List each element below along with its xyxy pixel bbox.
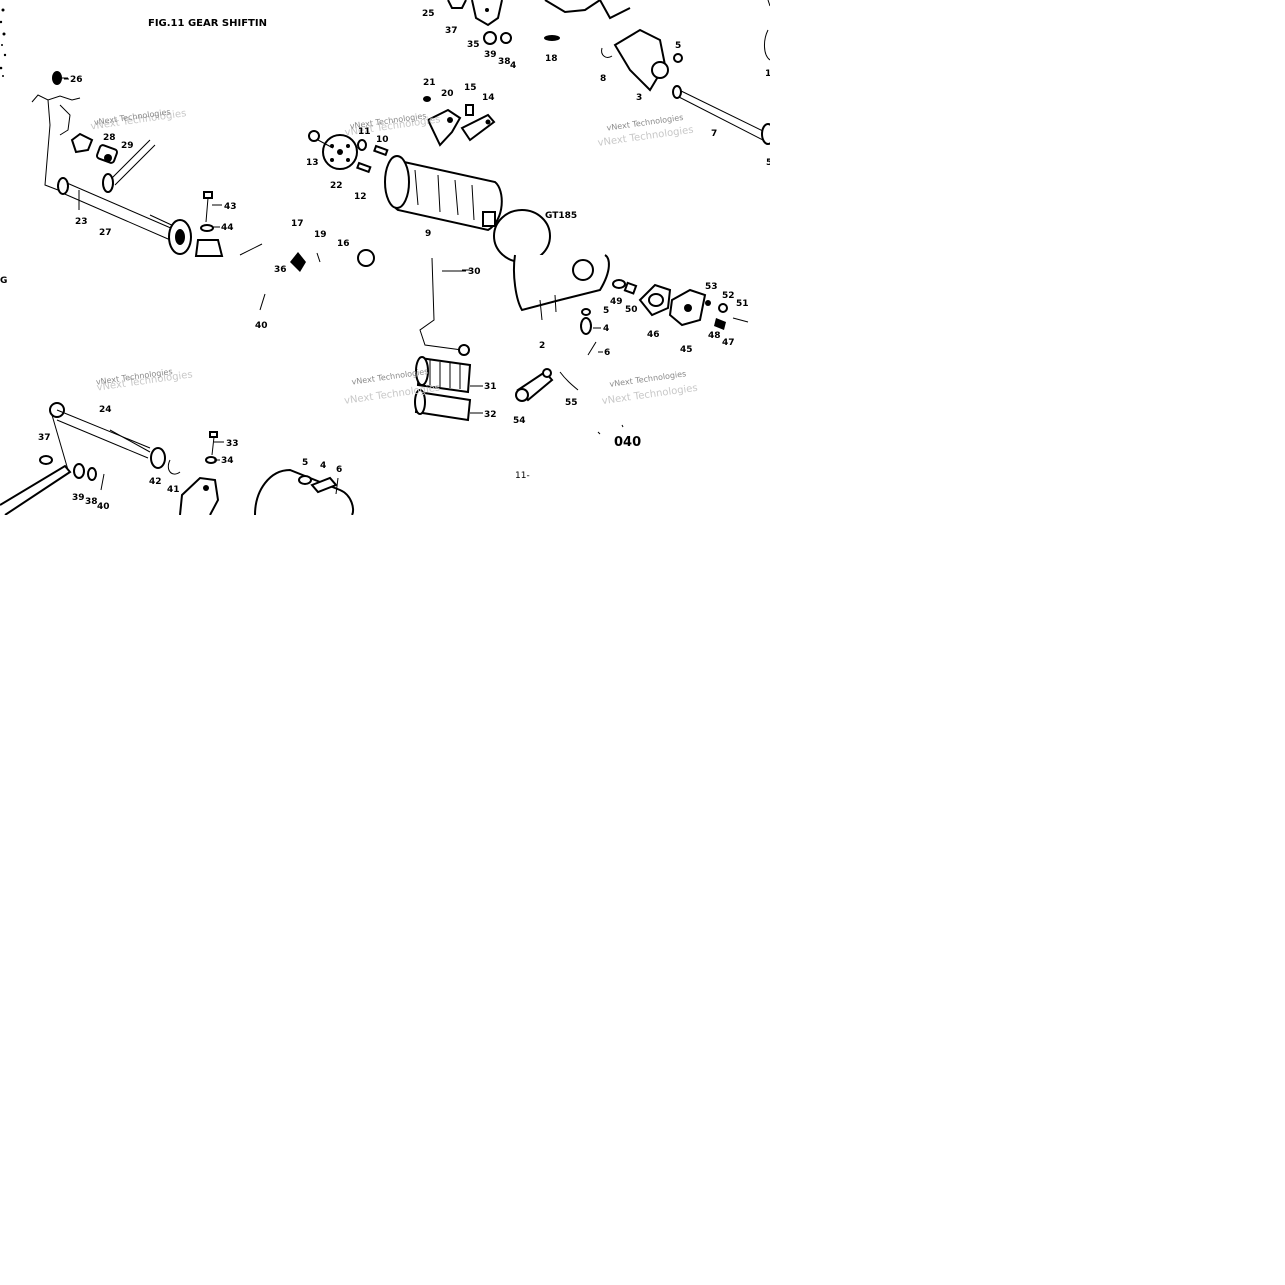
callout-label: 5: [603, 306, 609, 316]
callout-label: 19: [314, 230, 327, 240]
callout-label: 16: [337, 239, 350, 249]
page-number: 040: [614, 435, 641, 450]
callout-label: 10: [376, 135, 389, 145]
callout-label: 24: [99, 405, 112, 415]
callout-label: 14: [482, 93, 495, 103]
callout-label: 12: [354, 192, 367, 202]
figure-title: FIG.11 GEAR SHIFTIN: [148, 18, 267, 29]
callout-label: 6: [336, 465, 342, 475]
left-edge-text: G: [0, 276, 7, 286]
kick-lever-assembly: [414, 257, 472, 422]
callouts-upper-middle: 25 37 35 39 38 4 21 20 15 14 13 11 10 22…: [306, 9, 516, 239]
callout-label: 7: [711, 129, 717, 139]
callout-label: 54: [513, 416, 526, 426]
callout-label: 3: [636, 93, 642, 103]
diagram-canvas: FIG.11 GEAR SHIFTIN GT185 040 11- G: [0, 0, 775, 516]
callout-label: 11: [358, 127, 371, 137]
edge-speckle: [0, 8, 7, 77]
callout-label: 5: [675, 41, 681, 51]
callout-label: 43: [224, 202, 237, 212]
callout-label: 52: [722, 291, 735, 301]
lower-shift-shaft-assembly: [0, 293, 355, 516]
callout-label: 29: [121, 141, 134, 151]
callout-label: 51: [736, 299, 749, 309]
cover-and-stopper-assembly: [512, 254, 749, 435]
callout-label: 44: [221, 223, 234, 233]
callout-label: 2: [539, 341, 545, 351]
callouts-upper-left: 26 28 29 23 27 43 44 17 19 16 36: [70, 75, 350, 275]
callout-label: 36: [274, 265, 287, 275]
callout-label: 5: [766, 158, 770, 168]
model-variant-label: GT185: [545, 211, 577, 221]
callout-label: 38: [498, 57, 511, 67]
callout-label: 32: [484, 410, 497, 420]
callout-label: 37: [445, 26, 458, 36]
callout-label: 4: [320, 461, 326, 471]
callout-label: 41: [167, 485, 180, 495]
callout-label: 15: [464, 83, 477, 93]
callout-label: 33: [226, 439, 239, 449]
callout-label: 40: [97, 502, 110, 512]
callout-label: 48: [708, 331, 721, 341]
callout-label: 9: [425, 229, 431, 239]
callout-label: 31: [484, 382, 497, 392]
callout-label: 37: [38, 433, 51, 443]
shift-drum-assembly: [308, 0, 551, 263]
shift-fork-assembly: [544, 0, 775, 145]
callout-label: 25: [422, 9, 435, 19]
callout-label: 13: [306, 158, 319, 168]
callout-label: 39: [484, 50, 497, 60]
callout-label: 21: [423, 78, 436, 88]
callout-label: 28: [103, 133, 116, 143]
callout-label: 5: [302, 458, 308, 468]
gear-shift-exploded-diagram: FIG.11 GEAR SHIFTIN GT185 040 11- G: [0, 0, 775, 516]
page-marker: 11-: [515, 471, 530, 481]
callout-label: 17: [291, 219, 304, 229]
callout-label: 35: [467, 40, 480, 50]
callout-label: 20: [441, 89, 454, 99]
callout-label: 40: [255, 321, 268, 331]
callouts-lower-middle: 30 31 32: [468, 267, 497, 420]
leader-lines: [64, 78, 603, 461]
callout-label: 55: [565, 398, 578, 408]
callouts-lower-right: 49 50 5 4 6 46 45 53 52 51 48 47 2 54 55: [513, 282, 749, 426]
callout-label: 22: [330, 181, 343, 191]
callouts-upper-right: 18 8 5 3 7 1 5: [545, 41, 772, 168]
callout-label: 4: [510, 61, 516, 71]
shift-shaft-assembly: [31, 71, 375, 272]
callout-label: 4: [603, 324, 609, 334]
callout-label: 45: [680, 345, 693, 355]
callout-label: 47: [722, 338, 735, 348]
callout-label: 18: [545, 54, 558, 64]
callout-label: 23: [75, 217, 88, 227]
callout-label: 1: [765, 69, 770, 79]
watermarks: vNext Technologies vNext Technologies vN…: [90, 107, 699, 407]
callout-label: 6: [604, 348, 610, 358]
callout-label: 49: [610, 297, 623, 307]
callout-label: 30: [468, 267, 481, 277]
callout-label: 27: [99, 228, 112, 238]
callout-label: 8: [600, 74, 606, 84]
callout-label: 53: [705, 282, 718, 292]
callouts-lower-left: 40 24 37 33 34 42 41 39 38 40 5 4 6: [38, 321, 342, 512]
callout-label: 50: [625, 305, 638, 315]
callout-label: 34: [221, 456, 234, 466]
callout-label: 38: [85, 497, 98, 507]
callout-label: 26: [70, 75, 83, 85]
callout-label: 39: [72, 493, 85, 503]
callout-label: 42: [149, 477, 162, 487]
callout-label: 46: [647, 330, 660, 340]
